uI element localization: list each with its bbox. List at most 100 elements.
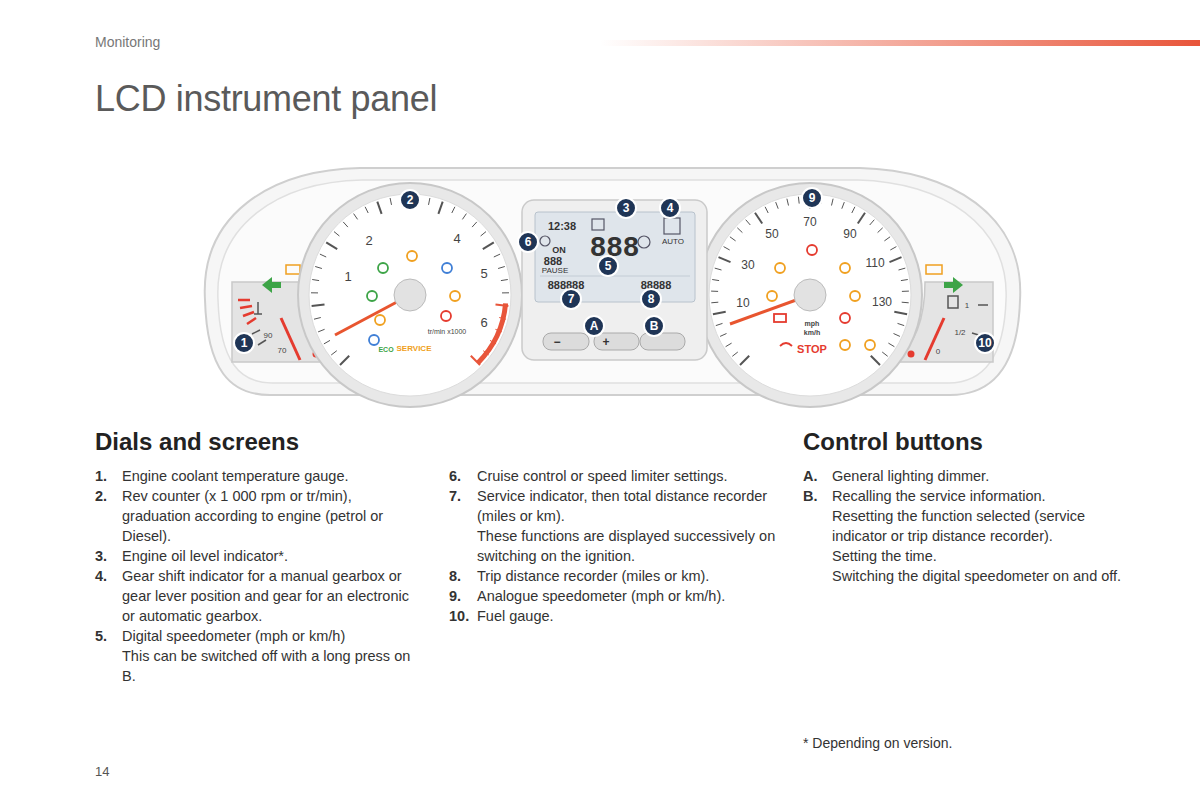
dial-numeral: 70 <box>803 216 816 228</box>
speedometer-dial <box>878 228 883 233</box>
dial-numeral: 1 <box>344 270 351 283</box>
warning-light <box>865 340 875 350</box>
warning-light <box>441 311 451 321</box>
callout-text: 1 <box>241 337 248 349</box>
dial-numeral: 90 <box>843 228 856 240</box>
rev-counter <box>471 356 480 365</box>
button-symbol: + <box>602 336 609 348</box>
dial-numeral: 4 <box>453 232 460 245</box>
speedometer-dial <box>890 247 896 250</box>
callout-text: 5 <box>605 260 612 272</box>
speedometer-dial <box>712 280 719 281</box>
rev-counter <box>478 303 506 363</box>
lcd-screen <box>540 276 690 277</box>
lcd-screen <box>522 200 707 360</box>
speedometer-dial <box>698 183 922 407</box>
speedometer-dial <box>726 343 732 347</box>
dial-numeral: 6 <box>480 316 487 329</box>
speedometer-dial <box>870 220 875 225</box>
list-text: This can be switched off with a long pre… <box>122 646 420 686</box>
list-text: Trip distance recorder (miles or km). <box>477 566 777 586</box>
warning-light <box>775 263 785 273</box>
temperature-gauge <box>240 306 252 308</box>
dial-numeral: 30 <box>741 259 754 271</box>
temperature-gauge <box>243 312 254 316</box>
speedometer-dial <box>898 323 905 325</box>
side-warning-icon <box>926 265 942 274</box>
dial-unit: km/h <box>804 329 820 336</box>
callout-number: A <box>583 315 605 337</box>
list-number: 6. <box>449 466 461 486</box>
rev-counter <box>377 202 381 214</box>
callout-text: 2 <box>407 194 414 206</box>
rev-counter <box>481 232 486 236</box>
temperature-gauge <box>258 340 266 345</box>
speedometer-dial <box>730 237 736 241</box>
footnote: * Depending on version. <box>803 735 952 751</box>
lcd-screen <box>535 212 695 302</box>
callout-number: 5 <box>597 255 619 277</box>
speedometer-dial <box>884 237 890 241</box>
rev-counter <box>298 183 522 407</box>
callout-text: 8 <box>648 293 655 305</box>
speedometer-dial <box>888 343 894 347</box>
rev-counter <box>334 232 339 236</box>
dial-unit: mph <box>805 320 820 327</box>
rev-counter <box>502 292 509 293</box>
page-title: LCD instrument panel <box>95 78 437 120</box>
list-number: 9. <box>449 586 461 606</box>
temperature-gauge <box>238 300 256 324</box>
rev-counter <box>318 329 325 332</box>
warning-light <box>369 335 379 345</box>
warning-light <box>780 343 792 346</box>
speedometer-dial <box>842 202 845 209</box>
list-number: 8. <box>449 566 461 586</box>
list-number: 7. <box>449 486 461 506</box>
callout-text: 4 <box>667 202 674 214</box>
warning-light <box>840 340 850 350</box>
warning-light <box>442 263 452 273</box>
list-text: Digital speedometer (mph or km/h) <box>122 626 420 646</box>
speedometer-dial <box>711 302 718 304</box>
rev-counter <box>494 254 500 257</box>
list-text: Resetting the function selected (service… <box>832 506 1124 546</box>
lcd-digits: 888 <box>544 256 562 267</box>
lcd-screen <box>592 219 604 230</box>
section-header: Monitoring <box>95 34 160 50</box>
speedometer-dial <box>776 202 779 209</box>
dial-numeral: 110 <box>865 257 884 269</box>
temperature-gauge <box>247 318 256 324</box>
speedometer-dial <box>902 291 909 292</box>
control-button <box>594 333 639 350</box>
warning-light <box>767 291 777 301</box>
page-number: 14 <box>95 764 109 779</box>
rev-counter <box>483 242 494 249</box>
temperature-gauge <box>252 330 260 334</box>
list-text: Engine coolant temperature gauge. <box>122 466 420 486</box>
gauge-numeral: 1/2 <box>954 329 965 337</box>
speedometer-dial <box>716 323 723 325</box>
temperature-gauge <box>238 299 250 302</box>
fuel-gauge <box>948 296 958 308</box>
rev-counter <box>501 280 508 281</box>
list-text: Rev counter (x 1 000 rpm or tr/min), gra… <box>122 486 420 546</box>
rev-counter <box>326 242 337 249</box>
callout-number: 4 <box>659 197 681 219</box>
rev-counter <box>438 202 442 214</box>
rev-counter <box>390 198 391 205</box>
speedometer-dial <box>832 199 834 206</box>
rev-counter <box>309 194 511 396</box>
callout-text: 3 <box>623 202 630 214</box>
dial-needle <box>794 279 826 311</box>
rev-counter <box>311 292 318 293</box>
warning-light <box>378 263 388 273</box>
speedometer-dial <box>765 207 768 213</box>
warning-light <box>774 314 786 322</box>
callout-number: 3 <box>615 197 637 219</box>
header-bar <box>600 40 1200 46</box>
rev-counter <box>354 214 358 220</box>
control-button <box>543 333 589 350</box>
dial-numeral: 2 <box>365 234 372 247</box>
